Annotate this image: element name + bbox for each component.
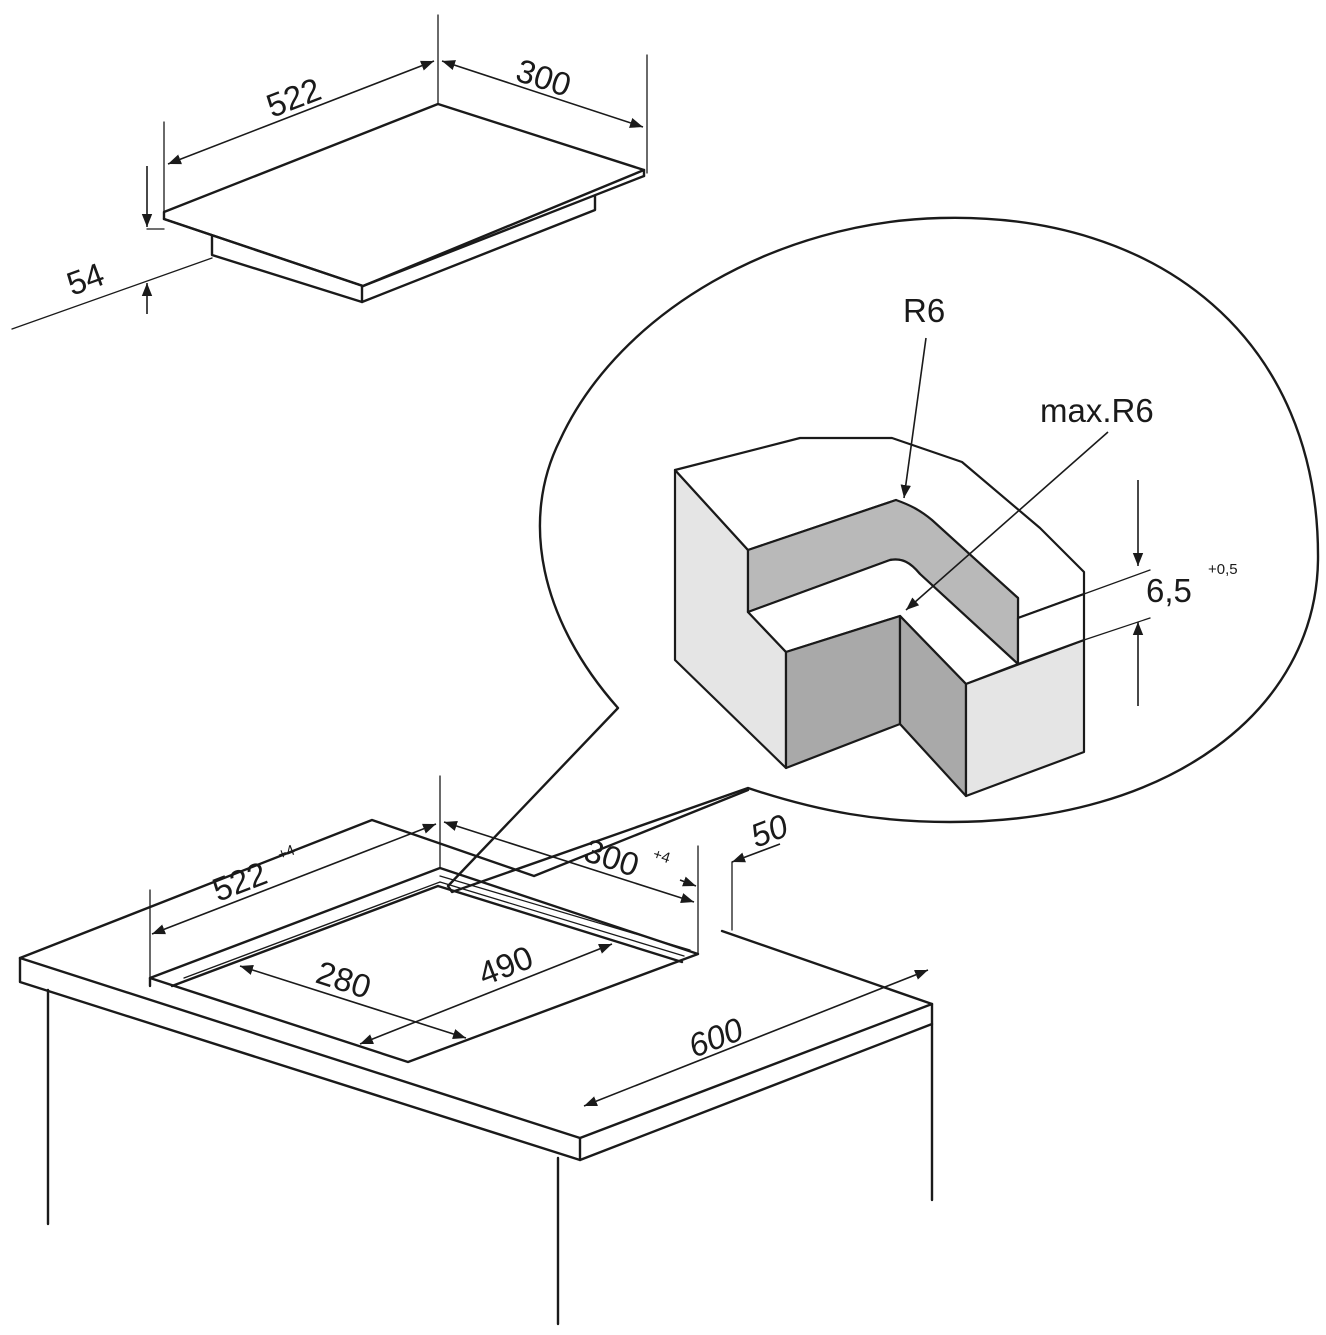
cutout-width-dimension bbox=[151, 823, 437, 935]
detail-callout: R6 max.R6 6,5 +0,5 bbox=[446, 216, 1320, 894]
cutout-depth-tolerance: +4 bbox=[651, 846, 673, 867]
inner-width-label: 490 bbox=[473, 938, 538, 992]
max-r6-leader bbox=[905, 431, 1109, 611]
hob-width-dimension bbox=[167, 60, 435, 165]
r6-leader bbox=[900, 337, 927, 499]
cutout-depth-dimension bbox=[443, 821, 695, 903]
worktop-depth-label: 600 bbox=[683, 1010, 748, 1065]
inner-depth-label: 280 bbox=[312, 953, 376, 1005]
inner-width-dimension bbox=[359, 943, 613, 1045]
hob-depth-dimension bbox=[441, 60, 644, 128]
hob-body bbox=[210, 194, 597, 304]
hob-view: 522 300 54 bbox=[11, 14, 648, 330]
cutout-depth-label: 300 bbox=[580, 831, 644, 883]
r6-label: R6 bbox=[903, 292, 945, 329]
hob-glass-top bbox=[162, 102, 646, 288]
hob-ground-line bbox=[11, 257, 213, 330]
max-r6-label: max.R6 bbox=[1040, 392, 1154, 429]
hob-depth-label: 300 bbox=[512, 51, 576, 103]
worktop-top-edge bbox=[18, 788, 750, 960]
edge-distance-arrow bbox=[731, 843, 781, 863]
worktop-depth-dimension bbox=[583, 969, 929, 1107]
worktop-slab bbox=[18, 956, 934, 1162]
hob-width-label: 522 bbox=[261, 70, 326, 124]
callout-bubble bbox=[446, 216, 1320, 894]
edge-distance-label: 50 bbox=[745, 807, 793, 855]
cutout-inner-edge bbox=[170, 884, 684, 988]
edge-distance-arrow-right bbox=[679, 876, 697, 887]
rebate-tolerance-label: +0,5 bbox=[1208, 561, 1238, 578]
worktop-view: 522 +4 300 +4 50 280 490 600 bbox=[18, 775, 934, 1326]
rebate-depth-label: 6,5 bbox=[1146, 572, 1192, 609]
cutout-width-tolerance: +4 bbox=[275, 842, 297, 864]
hob-height-label: 54 bbox=[62, 255, 109, 302]
